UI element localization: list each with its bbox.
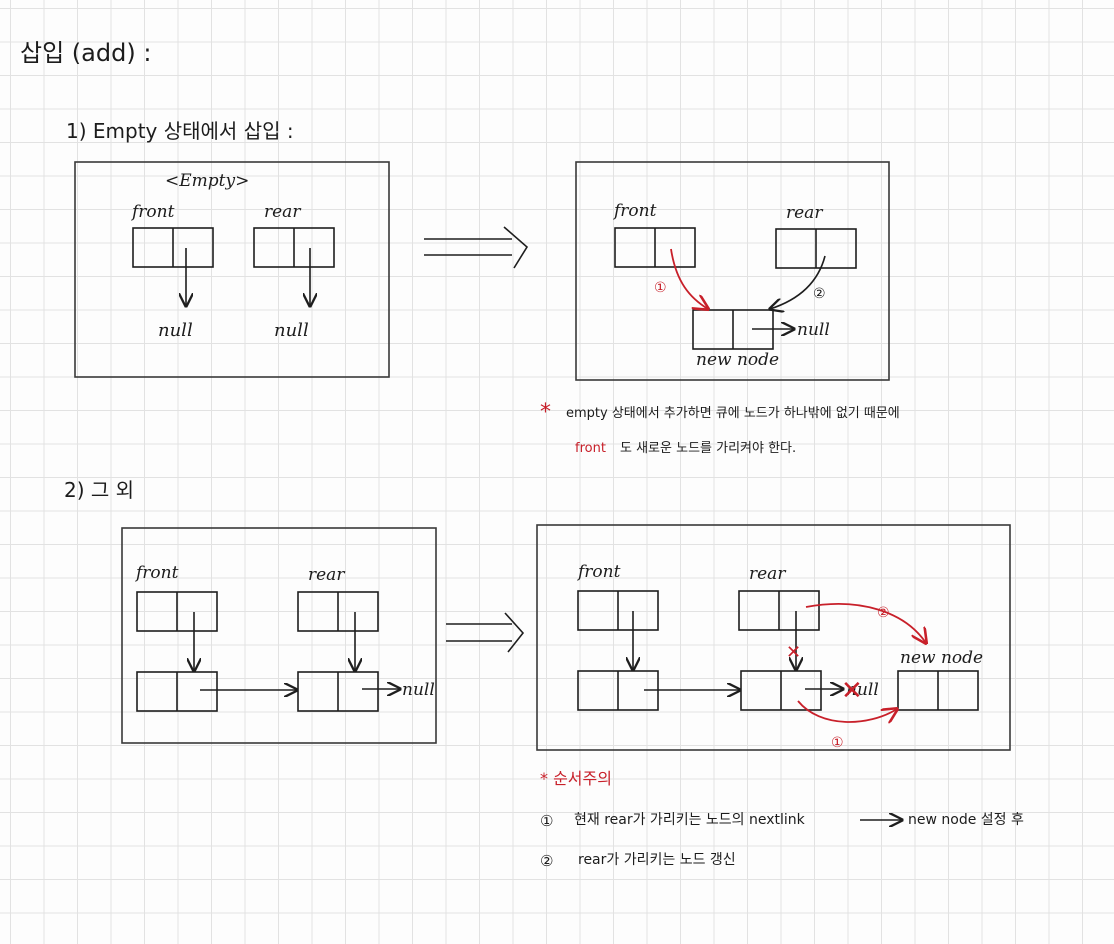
s1-note-front: front	[575, 441, 606, 456]
s2-order-item1-a: 현재 rear가 가리키는 노드의 nextlink	[574, 812, 806, 828]
s1-after-front-node	[614, 227, 696, 268]
s2-before-front-ptr	[136, 591, 218, 632]
s2-rear-cross-mark: ✕	[786, 642, 801, 663]
s2-after-node2	[740, 670, 822, 711]
s1-rear-null: null	[274, 320, 309, 341]
s1-new-node-label: new node	[696, 350, 779, 370]
s1-after-rear-node	[775, 228, 857, 269]
s1-before-panel: <Empty> front rear null null	[74, 161, 390, 378]
s2-before-front-label: front	[134, 563, 179, 583]
s1-before-rear-label: rear	[264, 202, 301, 222]
s2-step1-mark: ①	[831, 735, 844, 751]
s1-after-rear-label: rear	[786, 203, 823, 223]
s1-new-null: null	[797, 320, 830, 340]
s2-rear-to-new-arrow	[805, 603, 926, 643]
section2-title: 2) 그 외	[64, 478, 134, 502]
s2-transition-arrow	[446, 612, 525, 653]
s1-before-rear-node	[253, 227, 335, 268]
s2-order-title: * 순서주의	[540, 769, 612, 788]
s2-before-rear-ptr	[297, 591, 379, 632]
s2-order-item2: rear가 가리키는 노드 갱신	[578, 852, 736, 868]
s1-before-front-label: front	[130, 202, 175, 222]
s2-link-to-new-arrow	[797, 700, 897, 722]
s1-front-null: null	[158, 320, 193, 341]
s2-new-node-label: new node	[900, 648, 983, 668]
s2-order-item1-num: ①	[540, 812, 553, 830]
s2-null-cross-mark: ✕	[841, 676, 863, 706]
empty-label: <Empty>	[165, 171, 249, 191]
s1-before-front-node	[132, 227, 214, 268]
s1-rear-to-new-arrow	[770, 255, 826, 309]
s1-front-to-new-arrow	[670, 248, 708, 309]
s2-after-rear-ptr	[738, 590, 820, 631]
s2-after-null: null	[846, 680, 879, 700]
page-heading: 삽입 (add) :	[20, 39, 151, 67]
s2-before-null: null	[402, 680, 435, 700]
s2-after-front-ptr	[577, 590, 659, 631]
s2-before-node2	[297, 671, 379, 712]
s2-step2-mark: ②	[877, 605, 890, 621]
s2-before-node1	[136, 671, 218, 712]
s2-after-front-label: front	[576, 562, 621, 582]
s1-note-line1: empty 상태에서 추가하면 큐에 노드가 하나밖에 없기 때문에	[566, 406, 900, 421]
s1-note-star: *	[540, 400, 551, 425]
s2-after-panel: front rear ✕ null ✕ new node	[536, 524, 1011, 751]
s2-before-panel: front rear null	[121, 527, 437, 744]
s1-after-front-label: front	[612, 201, 657, 221]
s1-transition-arrow	[424, 226, 529, 269]
s2-new-node	[897, 670, 979, 711]
s2-before-rear-label: rear	[308, 565, 345, 585]
s1-step1-mark: ①	[654, 280, 667, 296]
section1-title: 1) Empty 상태에서 삽입 :	[66, 119, 294, 143]
s1-note-line2: 도 새로운 노드를 가리켜야 한다.	[620, 441, 796, 456]
s1-after-panel: front rear ① ② null new node	[575, 161, 890, 381]
s1-step2-mark: ②	[813, 286, 826, 302]
s2-order-item1-b: new node 설정 후	[908, 812, 1024, 828]
s2-order-item2-num: ②	[540, 852, 553, 870]
s2-after-rear-label: rear	[749, 564, 786, 584]
